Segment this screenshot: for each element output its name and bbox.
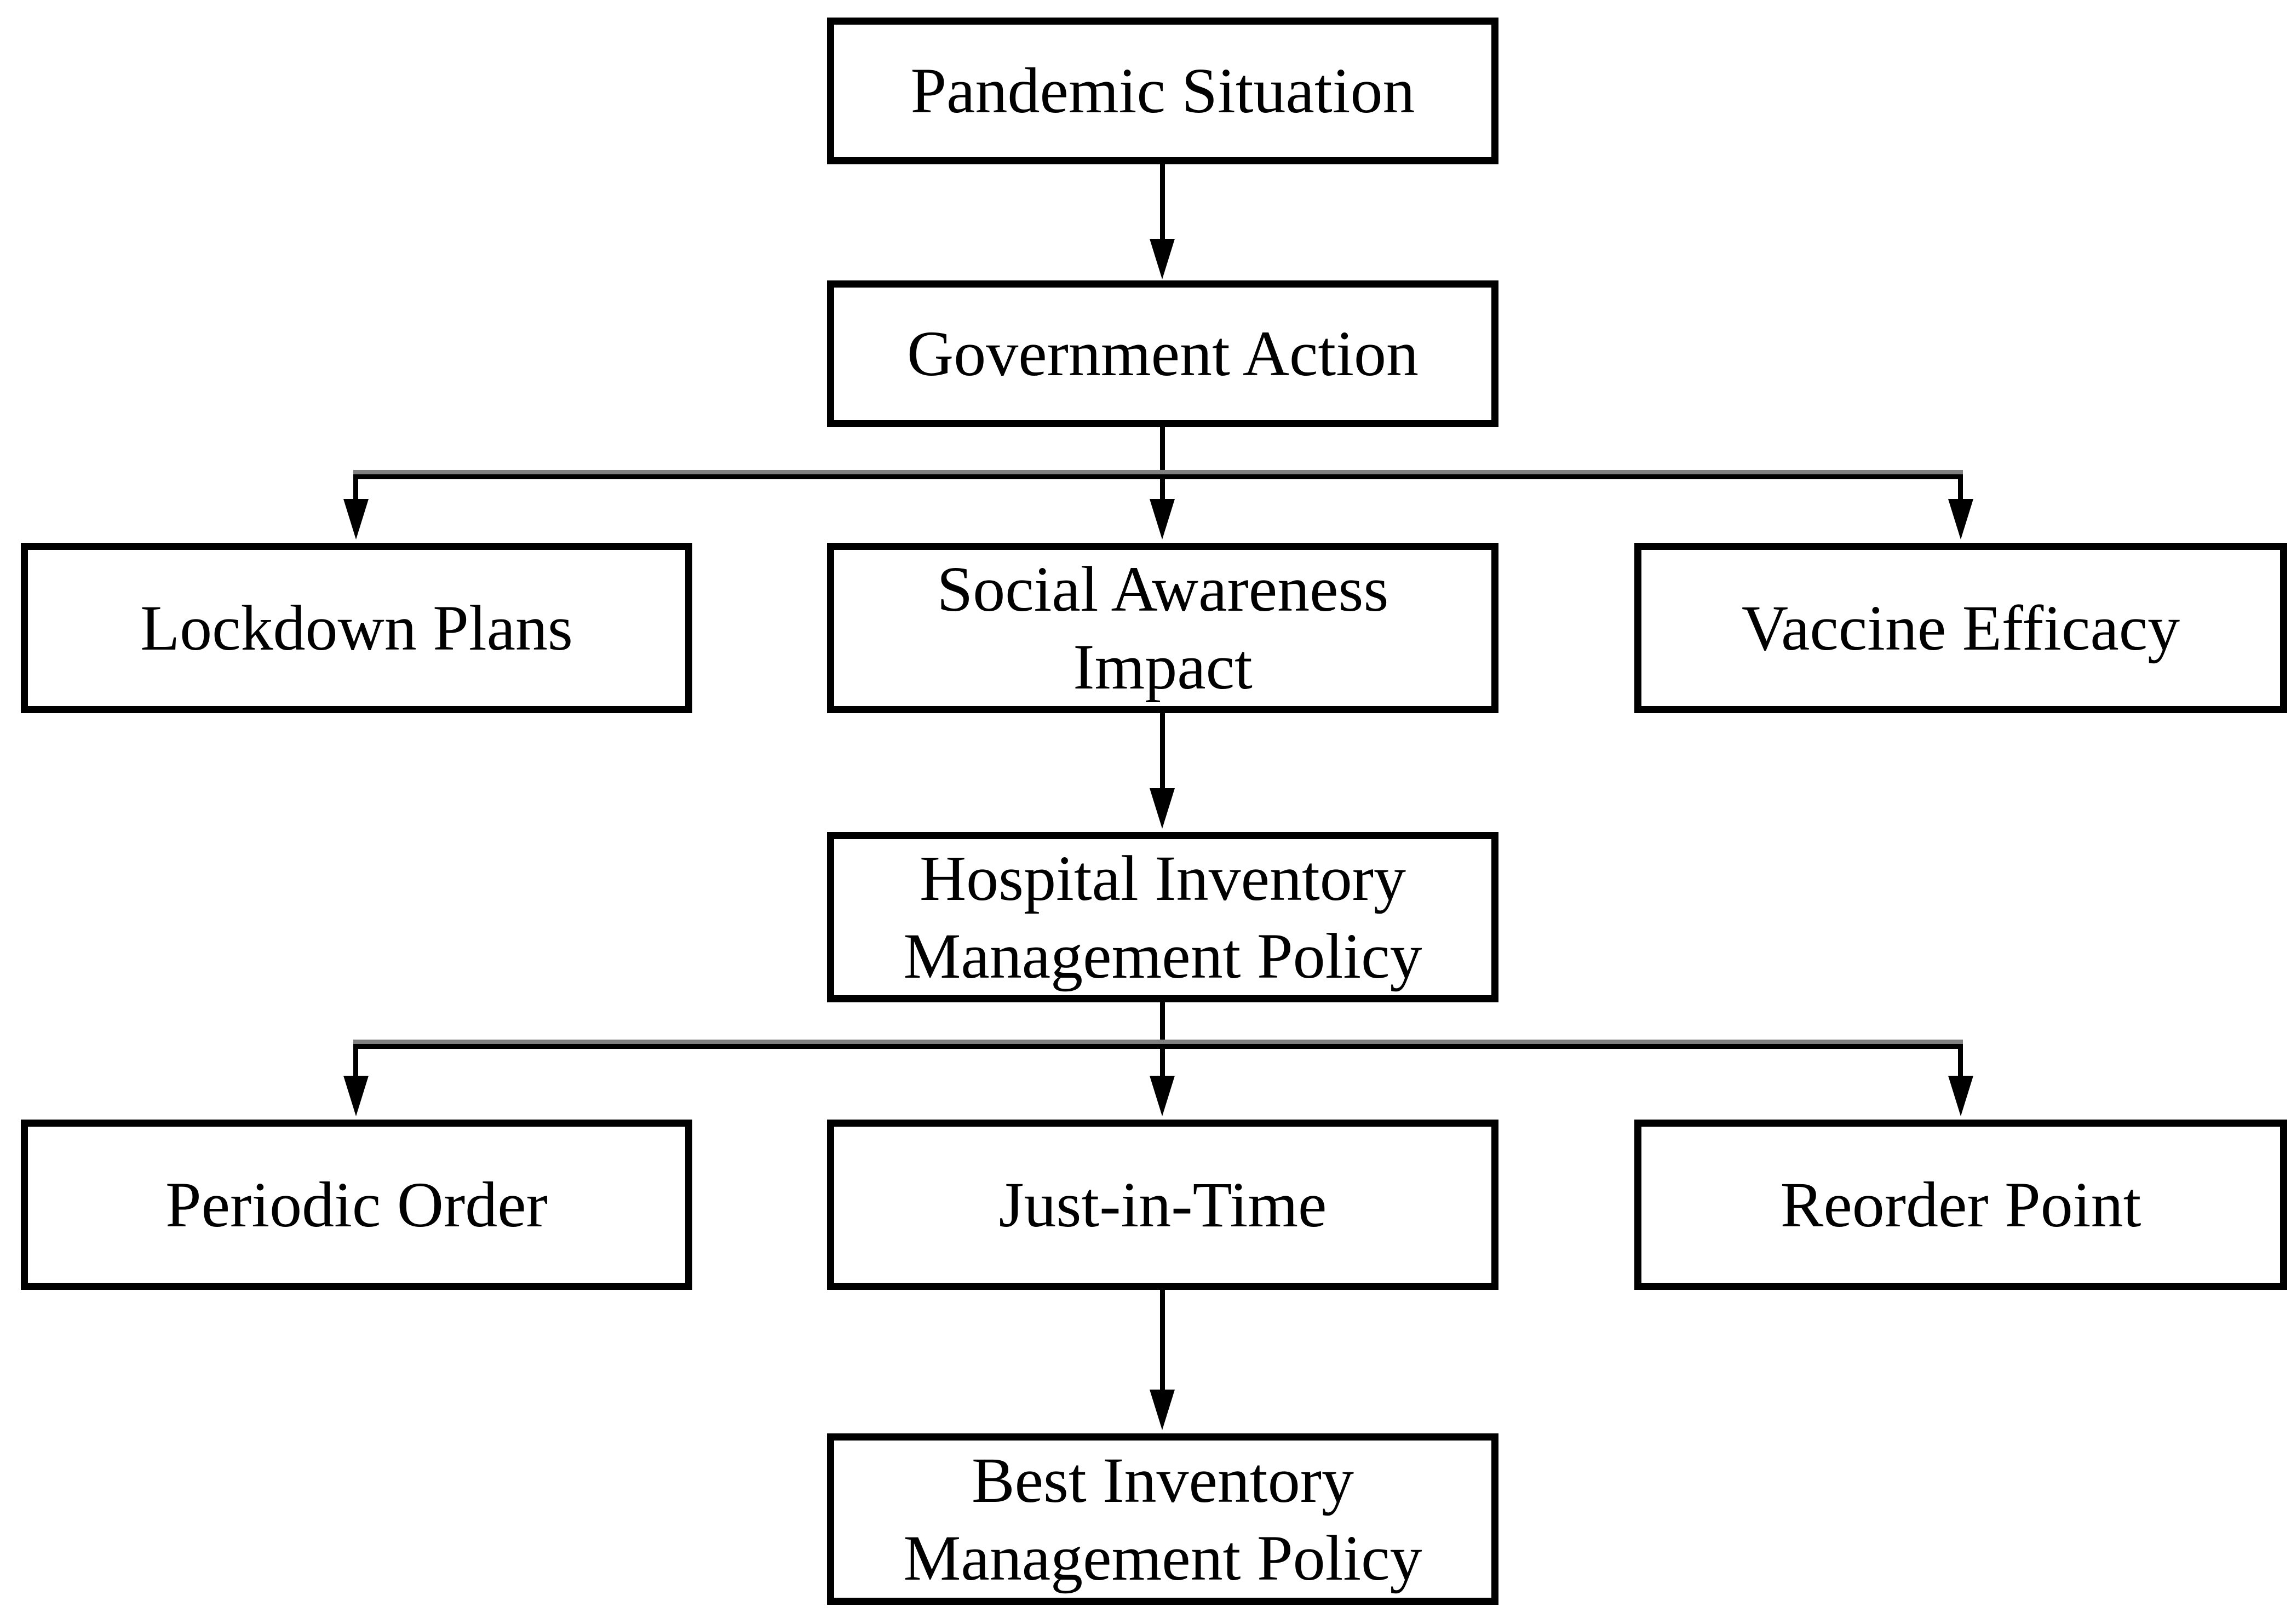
edge-branch1-social-drop bbox=[1160, 474, 1165, 504]
node-reorder-point: Reorder Point bbox=[1634, 1120, 2287, 1290]
node-label: Social Awareness Impact bbox=[937, 553, 1389, 703]
edge-hospital-branch-stem bbox=[1160, 1002, 1165, 1048]
edge-government-branch-stem bbox=[1160, 427, 1165, 479]
edge-branch1-vaccine-drop bbox=[1958, 474, 1963, 504]
branch1-hline bbox=[353, 474, 1963, 479]
node-periodic-order: Periodic Order bbox=[21, 1120, 692, 1290]
arrowhead-down-icon bbox=[1150, 499, 1175, 540]
branch2-hline-shadow bbox=[353, 1040, 1963, 1044]
node-label: Government Action bbox=[907, 318, 1419, 390]
branch1-hline-shadow bbox=[353, 470, 1963, 474]
node-label: Vaccine Efficacy bbox=[1741, 592, 2180, 664]
arrowhead-down-icon bbox=[343, 499, 369, 540]
node-label: Reorder Point bbox=[1780, 1168, 2141, 1241]
node-label: Periodic Order bbox=[165, 1168, 548, 1241]
arrowhead-down-icon bbox=[1150, 239, 1175, 279]
arrowhead-down-icon bbox=[1948, 1076, 1973, 1116]
arrowhead-down-icon bbox=[1948, 499, 1973, 540]
node-lockdown-plans: Lockdown Plans bbox=[21, 543, 692, 713]
edge-branch2-periodic-drop bbox=[353, 1044, 358, 1080]
node-label: Hospital Inventory Management Policy bbox=[903, 842, 1422, 992]
edge-branch1-lockdown-drop bbox=[353, 474, 358, 504]
node-government-action: Government Action bbox=[827, 280, 1498, 427]
node-label: Lockdown Plans bbox=[140, 592, 573, 664]
node-hospital-inventory-management-policy: Hospital Inventory Management Policy bbox=[827, 832, 1498, 1002]
node-best-inventory-management-policy: Best Inventory Management Policy bbox=[827, 1433, 1498, 1605]
node-label: Pandemic Situation bbox=[910, 55, 1415, 127]
node-vaccine-efficacy: Vaccine Efficacy bbox=[1634, 543, 2287, 713]
node-label: Best Inventory Management Policy bbox=[903, 1444, 1422, 1594]
node-just-in-time: Just-in-Time bbox=[827, 1120, 1498, 1290]
node-social-awareness-impact: Social Awareness Impact bbox=[827, 543, 1498, 713]
edge-jit-best-line bbox=[1160, 1290, 1165, 1394]
arrowhead-down-icon bbox=[1150, 788, 1175, 829]
arrowhead-down-icon bbox=[1150, 1076, 1175, 1116]
node-pandemic-situation: Pandemic Situation bbox=[827, 18, 1498, 164]
edge-branch2-reorder-drop bbox=[1958, 1044, 1963, 1080]
branch2-hline bbox=[353, 1044, 1963, 1049]
node-label: Just-in-Time bbox=[998, 1168, 1327, 1241]
edge-pandemic-government-line bbox=[1160, 164, 1165, 244]
edge-social-hospital-line bbox=[1160, 713, 1165, 793]
arrowhead-down-icon bbox=[343, 1076, 369, 1116]
edge-branch2-jit-drop bbox=[1160, 1044, 1165, 1080]
arrowhead-down-icon bbox=[1150, 1390, 1175, 1430]
